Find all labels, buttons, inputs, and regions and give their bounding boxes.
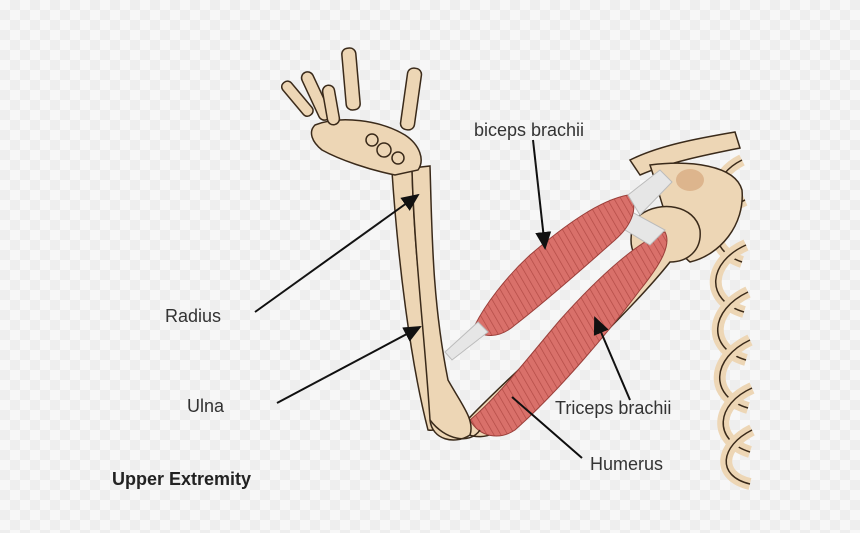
ulna-leader xyxy=(277,327,420,403)
biceps-label: biceps brachii xyxy=(474,120,584,141)
humerus-label: Humerus xyxy=(590,454,663,475)
ulna-label: Ulna xyxy=(187,396,224,417)
triceps-leader xyxy=(595,318,630,400)
forearm-bones xyxy=(392,166,480,440)
radius-leader xyxy=(255,195,418,312)
triceps-label: Triceps brachii xyxy=(555,398,671,419)
biceps-leader xyxy=(533,140,545,248)
diagram-title: Upper Extremity xyxy=(112,469,251,490)
radius-label: Radius xyxy=(165,306,221,327)
hand-bones xyxy=(280,48,423,175)
